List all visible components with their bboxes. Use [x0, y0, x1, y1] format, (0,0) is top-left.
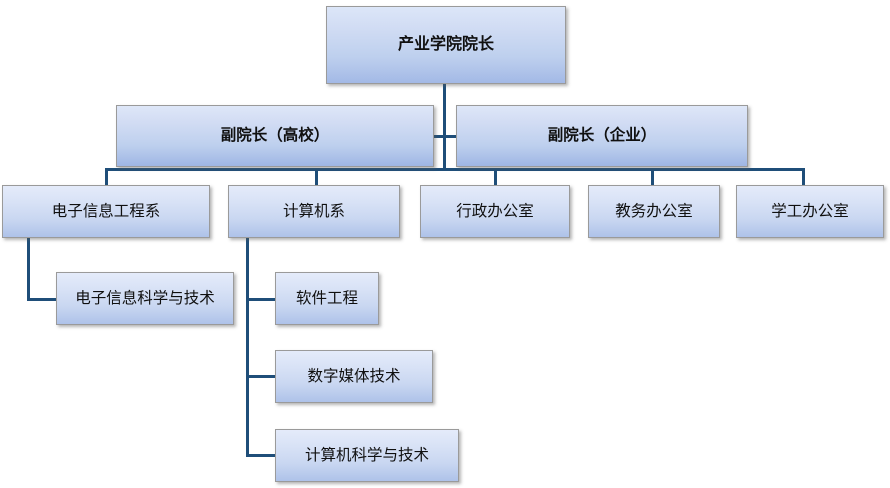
node-major-cst-label: 计算机科学与技术: [304, 446, 429, 464]
node-office-student-label: 学工办公室: [771, 202, 849, 220]
node-vice-dean-university[interactable]: 副院长（高校）: [116, 105, 434, 167]
node-major-se-label: 软件工程: [295, 289, 358, 307]
node-major-eist[interactable]: 电子信息科学与技术: [56, 272, 234, 325]
node-dept-cs[interactable]: 计算机系: [228, 185, 400, 238]
connector-eie-branch-eist: [27, 298, 58, 301]
connector-eie-trunk: [27, 238, 30, 301]
node-dean-label: 产业学院院长: [397, 35, 494, 53]
node-office-academic[interactable]: 教务办公室: [588, 185, 720, 238]
node-vice-dean-university-label: 副院长（高校）: [220, 127, 330, 145]
connector-level3-bus: [105, 168, 805, 171]
connector-stub-admin: [494, 168, 497, 186]
node-dept-eie[interactable]: 电子信息工程系: [2, 185, 210, 238]
node-office-admin-label: 行政办公室: [456, 202, 534, 220]
node-office-student[interactable]: 学工办公室: [736, 185, 884, 238]
node-major-se[interactable]: 软件工程: [275, 272, 379, 325]
connector-cs-branch-cst: [246, 454, 277, 457]
connector-stub-student: [802, 168, 805, 186]
node-dean[interactable]: 产业学院院长: [326, 6, 566, 84]
node-dept-eie-label: 电子信息工程系: [51, 202, 161, 220]
connector-stub-eie: [105, 168, 108, 186]
node-vice-dean-enterprise-label: 副院长（企业）: [547, 127, 657, 145]
node-office-admin[interactable]: 行政办公室: [420, 185, 570, 238]
connector-cs-trunk: [246, 238, 249, 456]
node-office-academic-label: 教务办公室: [615, 202, 693, 220]
node-major-eist-label: 电子信息科学与技术: [75, 289, 215, 307]
connector-root-to-level2-vertical: [443, 84, 446, 136]
node-dept-cs-label: 计算机系: [282, 202, 345, 220]
node-major-dmt-label: 数字媒体技术: [307, 367, 401, 385]
node-vice-dean-enterprise[interactable]: 副院长（企业）: [456, 105, 748, 167]
node-major-cst[interactable]: 计算机科学与技术: [275, 429, 459, 482]
connector-stub-academic: [651, 168, 654, 186]
connector-cs-branch-se: [246, 298, 277, 301]
connector-cs-branch-dmt: [246, 375, 277, 378]
connector-stub-cs: [315, 168, 318, 186]
node-major-dmt[interactable]: 数字媒体技术: [275, 350, 433, 403]
connector-level2-to-level3-vertical: [443, 136, 446, 170]
